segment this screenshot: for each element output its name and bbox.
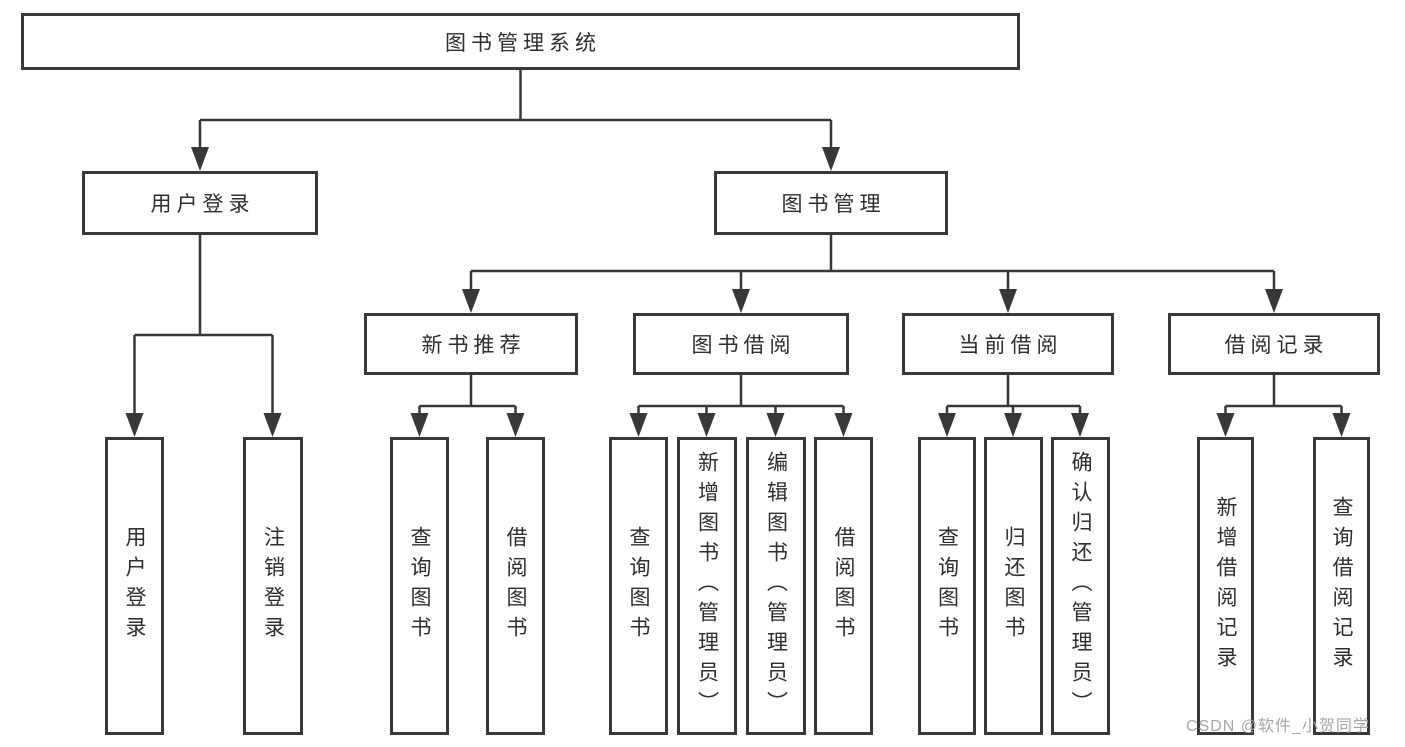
node-label: 用户登录 bbox=[123, 526, 146, 646]
node-label: 查询借阅记录 bbox=[1330, 496, 1353, 676]
node-label: 归还图书 bbox=[1002, 526, 1025, 646]
leaf-query-borrow-record: 查询借阅记录 bbox=[1313, 437, 1370, 735]
node-label: 借阅图书 bbox=[504, 526, 527, 646]
node-library-system: 图书管理系统 bbox=[21, 13, 1020, 70]
leaf-edit-book-admin: 编辑图书（管理员） bbox=[746, 437, 806, 735]
node-label: 用户登录 bbox=[150, 193, 255, 216]
leaf-confirm-return-admin: 确认归还（管理员） bbox=[1051, 437, 1110, 735]
node-label: 注销登录 bbox=[261, 526, 285, 646]
leaf-add-book-admin: 新增图书（管理员） bbox=[677, 437, 737, 735]
leaf-logout: 注销登录 bbox=[243, 437, 303, 735]
node-label: 借阅记录 bbox=[1224, 334, 1329, 357]
leaf-user-login: 用户登录 bbox=[105, 437, 164, 735]
node-label: 确认归还（管理员） bbox=[1069, 451, 1092, 721]
node-label: 借阅图书 bbox=[832, 526, 855, 646]
node-label: 新增图书（管理员） bbox=[695, 451, 719, 721]
node-book-borrowing: 图书借阅 bbox=[633, 313, 849, 375]
node-label: 图书管理 bbox=[781, 193, 886, 216]
node-label: 查询图书 bbox=[408, 526, 431, 646]
leaf-borrow-books-recommend: 借阅图书 bbox=[486, 437, 545, 735]
leaf-query-books-current: 查询图书 bbox=[918, 437, 976, 735]
leaf-add-borrow-record: 新增借阅记录 bbox=[1197, 437, 1254, 735]
leaf-return-book: 归还图书 bbox=[984, 437, 1043, 735]
node-new-book-recommend: 新书推荐 bbox=[364, 313, 578, 375]
node-borrowing-records: 借阅记录 bbox=[1168, 313, 1380, 375]
node-label: 编辑图书（管理员） bbox=[764, 451, 788, 721]
node-label: 查询图书 bbox=[935, 526, 959, 646]
node-label: 新书推荐 bbox=[421, 334, 526, 357]
node-label: 图书管理系统 bbox=[445, 31, 601, 55]
node-label: 查询图书 bbox=[627, 526, 650, 646]
leaf-borrow-books-borrowing: 借阅图书 bbox=[814, 437, 873, 735]
csdn-watermark: CSDN @软件_小贺同学 bbox=[1186, 718, 1370, 735]
node-current-borrowing: 当前借阅 bbox=[902, 313, 1114, 375]
node-user-login: 用户登录 bbox=[82, 171, 318, 235]
leaf-query-books-borrowing: 查询图书 bbox=[609, 437, 668, 735]
node-label: 新增借阅记录 bbox=[1214, 496, 1237, 676]
leaf-query-books-recommend: 查询图书 bbox=[390, 437, 449, 735]
node-label: 图书借阅 bbox=[691, 334, 796, 357]
node-book-management: 图书管理 bbox=[714, 171, 948, 235]
node-label: 当前借阅 bbox=[958, 334, 1063, 357]
